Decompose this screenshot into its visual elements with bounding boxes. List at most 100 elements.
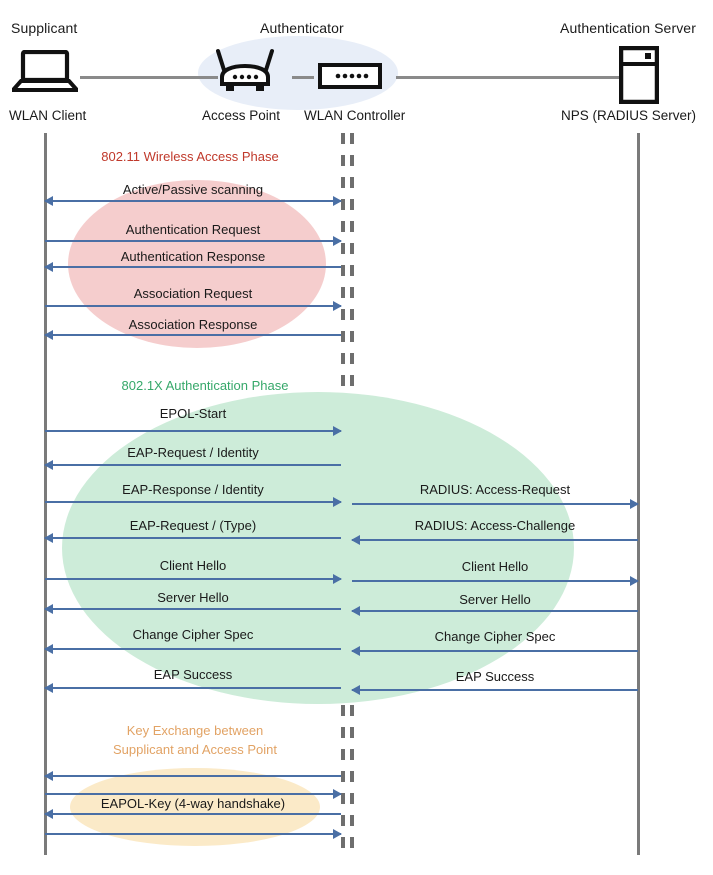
arrow-shaft [45, 648, 341, 650]
lifeline-supplicant [44, 133, 47, 855]
message-arrow [351, 606, 638, 616]
arrow-shaft [45, 240, 341, 242]
arrow-head-left [44, 809, 53, 819]
message-label: Authentication Request [125, 222, 261, 237]
wireless-router-icon [214, 48, 276, 94]
phase-highlight-80211 [68, 180, 326, 348]
phase-label-80211: 802.11 Wireless Access Phase [101, 149, 279, 164]
message-arrow [45, 789, 342, 799]
message-label: EAP-Request / Identity [127, 445, 259, 460]
arrow-shaft [45, 608, 341, 610]
message-label: Change Cipher Spec [132, 627, 254, 642]
arrow-shaft [352, 650, 638, 652]
message-arrow [351, 685, 638, 695]
arrow-shaft [45, 578, 341, 580]
actor-title-supplicant: Supplicant [11, 20, 78, 36]
server-icon [618, 45, 660, 105]
message-arrow [45, 301, 342, 311]
message-arrow [44, 644, 341, 654]
message-label: EAP-Response / Identity [122, 482, 264, 497]
message-arrow [351, 646, 638, 656]
arrow-shaft [45, 305, 341, 307]
message-label: Association Request [133, 286, 253, 301]
arrow-head-left [351, 646, 360, 656]
phase-highlight-8021x [62, 392, 574, 704]
arrow-shaft [352, 580, 638, 582]
arrow-shaft [45, 775, 341, 777]
arrow-head-left [44, 771, 53, 781]
message-arrow [44, 196, 342, 206]
arrow-shaft [45, 501, 341, 503]
phase-label-key-exchange-line2: Supplicant and Access Point [112, 742, 278, 757]
arrow-head-right [333, 236, 342, 246]
arrow-shaft [45, 687, 341, 689]
message-label: Server Hello [459, 592, 531, 607]
message-label: RADIUS: Access-Request [419, 482, 571, 497]
arrow-head-left [44, 604, 53, 614]
phase-label-key-exchange-line1: Key Exchange between [126, 723, 264, 738]
arrow-shaft [45, 200, 341, 202]
message-label: EPOL-Start [159, 406, 227, 421]
arrow-head-right [333, 426, 342, 436]
message-arrow [352, 576, 639, 586]
message-label: Active/Passive scanning [122, 182, 264, 197]
arrow-head-right [630, 576, 639, 586]
actor-title-authenticator: Authenticator [260, 20, 344, 36]
message-arrow [45, 574, 342, 584]
arrow-head-left [351, 606, 360, 616]
arrow-shaft [45, 334, 341, 336]
message-arrow [45, 236, 342, 246]
message-arrow [44, 683, 341, 693]
arrow-head-right [333, 196, 342, 206]
arrow-shaft [352, 503, 638, 505]
link-client-to-ap [80, 76, 218, 79]
arrow-head-left [44, 262, 53, 272]
message-arrow [45, 426, 342, 436]
arrow-head-left [351, 535, 360, 545]
link-controller-to-server [396, 76, 619, 79]
arrow-head-right [630, 499, 639, 509]
message-label: RADIUS: Access-Challenge [414, 518, 576, 533]
message-label: EAPOL-Key (4-way handshake) [100, 796, 286, 811]
message-arrow [44, 533, 341, 543]
message-arrow [45, 497, 342, 507]
message-label: Client Hello [461, 559, 529, 574]
message-label: EAP-Request / (Type) [129, 518, 257, 533]
message-arrow [44, 771, 341, 781]
message-arrow [45, 829, 342, 839]
arrow-shaft [45, 266, 341, 268]
switch-icon [318, 63, 382, 89]
arrow-head-left [351, 685, 360, 695]
message-arrow [352, 499, 639, 509]
arrow-shaft [45, 537, 341, 539]
message-arrow [44, 809, 341, 819]
message-label: Server Hello [157, 590, 229, 605]
actor-caption-wlan-controller: WLAN Controller [304, 108, 406, 123]
arrow-shaft [352, 689, 638, 691]
message-label: EAP Success [455, 669, 535, 684]
lifeline-auth-server [637, 133, 640, 855]
message-arrow [44, 330, 341, 340]
actor-caption-nps-radius-server: NPS (RADIUS Server) [561, 108, 697, 123]
message-arrow [351, 535, 638, 545]
arrow-shaft [45, 833, 341, 835]
arrow-shaft [352, 610, 638, 612]
phase-label-8021x: 802.1X Authentication Phase [121, 378, 289, 393]
message-label: EAP Success [153, 667, 233, 682]
phase-label-key-exchange: Key Exchange between Supplicant and Acce… [85, 721, 305, 759]
actor-caption-wlan-client: WLAN Client [9, 108, 87, 123]
message-label: Client Hello [159, 558, 227, 573]
arrow-shaft [45, 430, 341, 432]
arrow-shaft [352, 539, 638, 541]
arrow-head-left [44, 330, 53, 340]
arrow-head-left [44, 683, 53, 693]
message-label: Association Response [128, 317, 258, 332]
arrow-head-right [333, 789, 342, 799]
laptop-icon [8, 49, 82, 92]
arrow-head-right [333, 574, 342, 584]
arrow-shaft [45, 813, 341, 815]
arrow-head-right [333, 829, 342, 839]
message-label: Change Cipher Spec [434, 629, 556, 644]
message-label: Authentication Response [120, 249, 266, 264]
actor-title-auth-server: Authentication Server [560, 20, 696, 36]
